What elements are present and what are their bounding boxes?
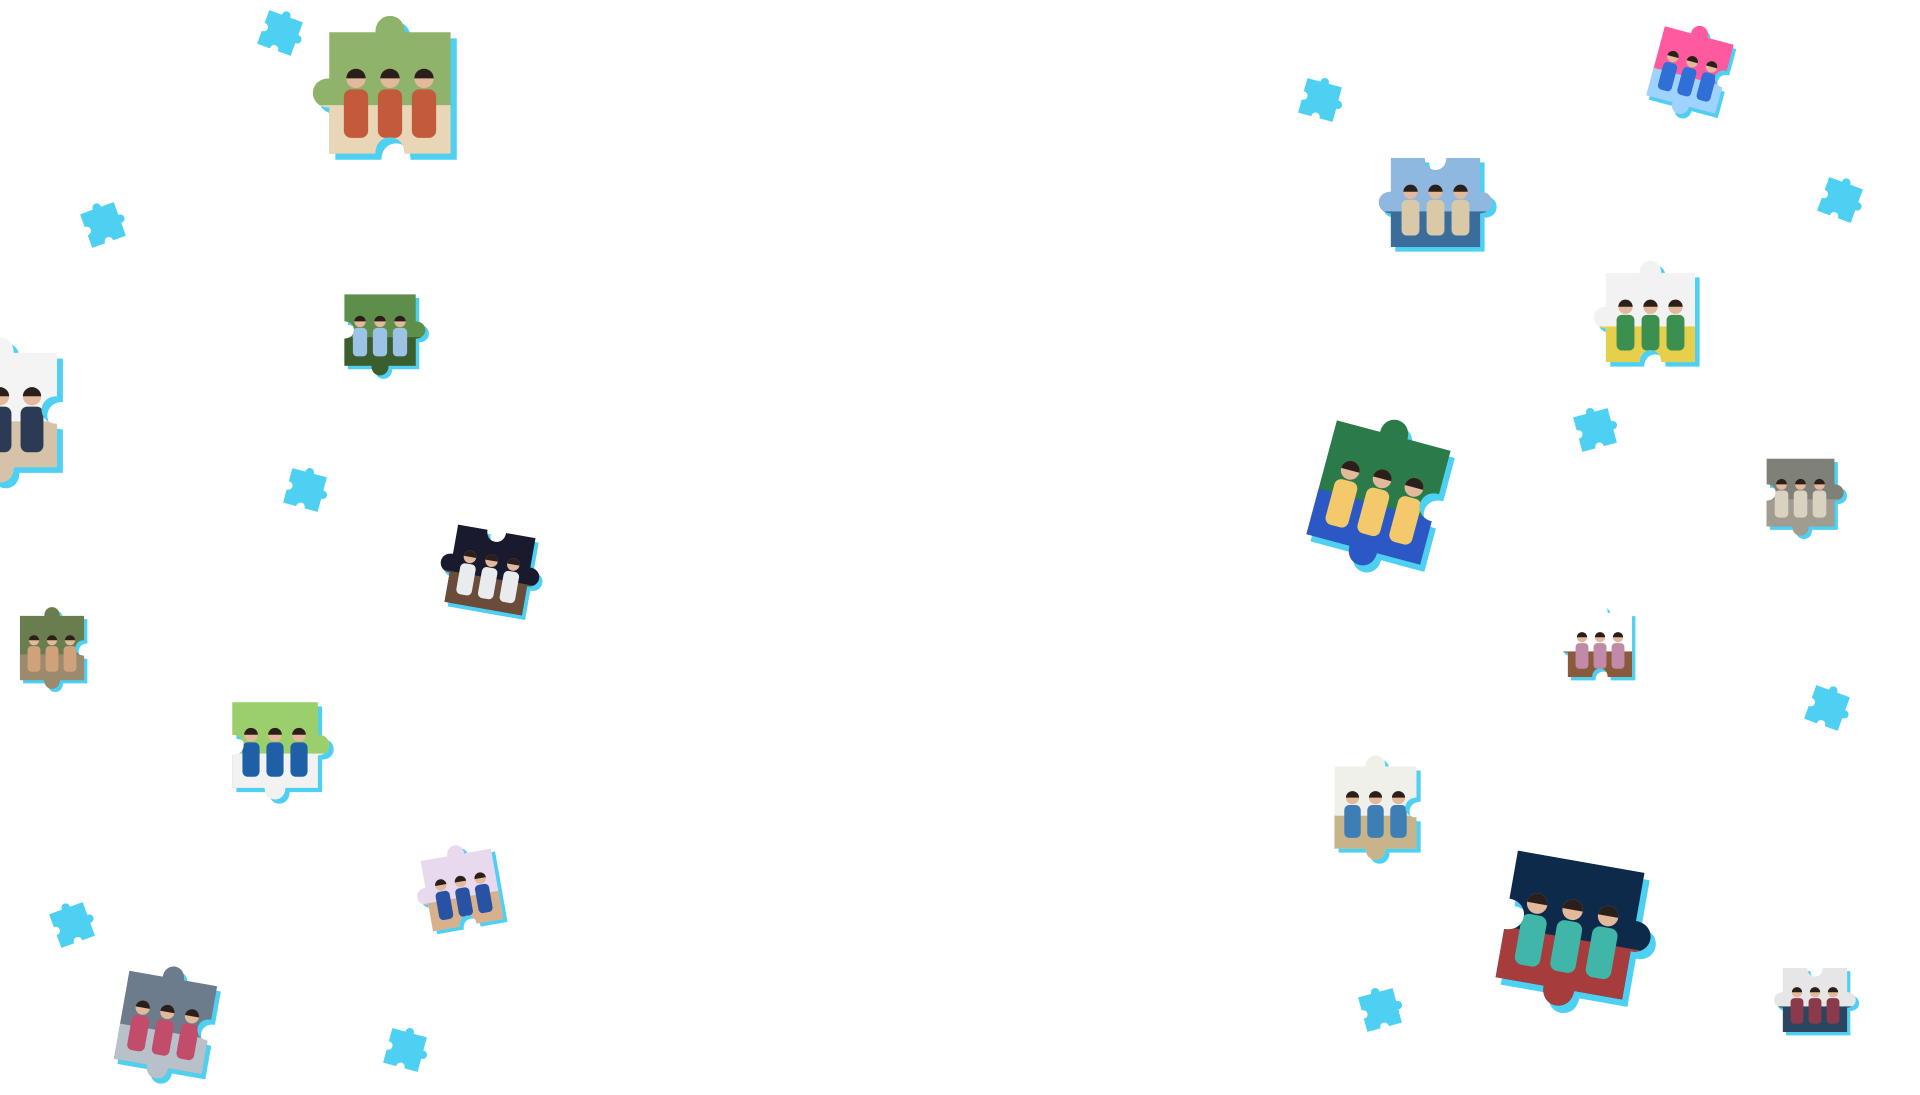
photo-puzzle-piece-girls-group-photo — [409, 839, 508, 935]
photo-puzzle-piece-child-with-flags — [1643, 16, 1737, 124]
puzzle-piece-icon — [1804, 685, 1850, 731]
photo-puzzle-piece-stage-performance — [1492, 850, 1662, 1020]
puzzle-piece-icon — [1358, 987, 1403, 1032]
photo-puzzle-piece-workshop-crafts — [1593, 260, 1700, 367]
photo-puzzle-piece-festival-group — [1301, 404, 1455, 581]
photo-puzzle-piece-classroom-table — [1333, 755, 1421, 864]
puzzle-piece-icon — [1573, 407, 1618, 452]
puzzle-piece-icon — [1298, 77, 1343, 122]
photo-puzzle-piece-beach-walkers — [1378, 157, 1497, 252]
photo-puzzle-piece-dancers-on-track — [111, 958, 221, 1087]
puzzle-piece-icon — [257, 10, 303, 56]
puzzle-piece-icon — [80, 202, 126, 248]
photo-puzzle-piece-farmer-with-vegetables — [312, 15, 457, 160]
photo-puzzle-piece-volunteers-outdoors — [232, 702, 334, 804]
puzzle-piece-icon — [49, 902, 95, 948]
photo-puzzle-piece-speaker-portrait — [434, 522, 546, 621]
photo-puzzle-piece-students-writing — [0, 337, 63, 489]
puzzle-piece-icon — [383, 1027, 428, 1072]
photo-puzzle-piece-heart-shape-crowd — [1766, 458, 1847, 539]
puzzle-piece-icon — [1817, 177, 1863, 223]
puzzle-piece-icon — [283, 467, 328, 512]
photo-puzzle-piece-child-playing-in-dirt — [19, 607, 88, 693]
photo-puzzle-piece-woman-with-microphone — [1559, 604, 1636, 681]
photo-puzzle-piece-runner-in-park — [344, 294, 429, 379]
photo-puzzle-piece-girls-posing — [1774, 967, 1860, 1036]
